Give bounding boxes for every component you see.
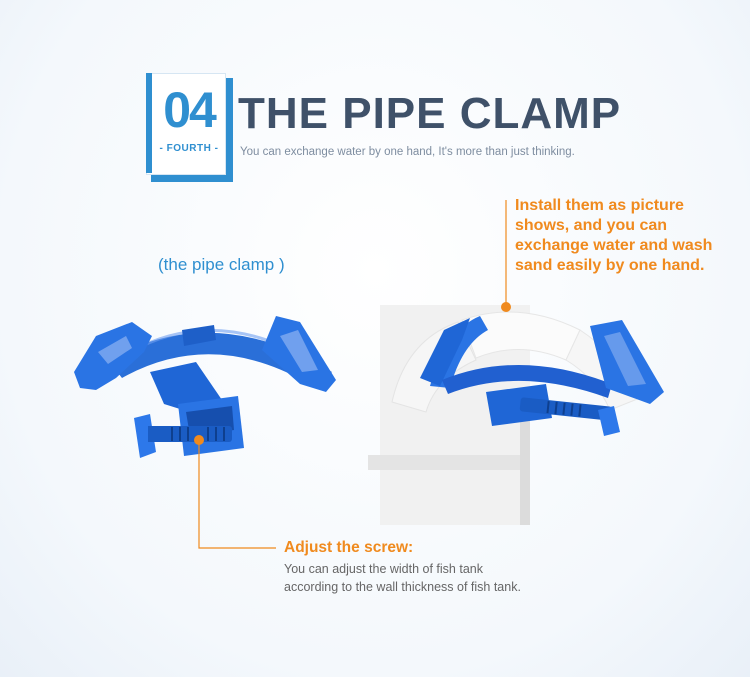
pipe-clamp-image [74,316,336,458]
pipe-clamp-caption: (the pipe clamp ) [158,255,285,274]
screw-callout-description: You can adjust the width of fish tank ac… [284,562,521,594]
screw-callout-line [194,435,276,549]
section-number-badge [146,73,226,175]
install-callout-line [501,200,511,312]
section-number-label: - FOURTH - [159,143,219,154]
page-title: THE PIPE CLAMP [238,89,622,138]
install-note: Install them as picture shows, and you c… [515,197,713,274]
screw-callout-title: Adjust the screw: [284,539,414,556]
section-number: 04 [163,82,217,138]
badge-accent-bar [146,73,152,173]
page-subtitle: You can exchange water by one hand, It's… [240,146,575,158]
aquarium-install-image [368,305,664,525]
